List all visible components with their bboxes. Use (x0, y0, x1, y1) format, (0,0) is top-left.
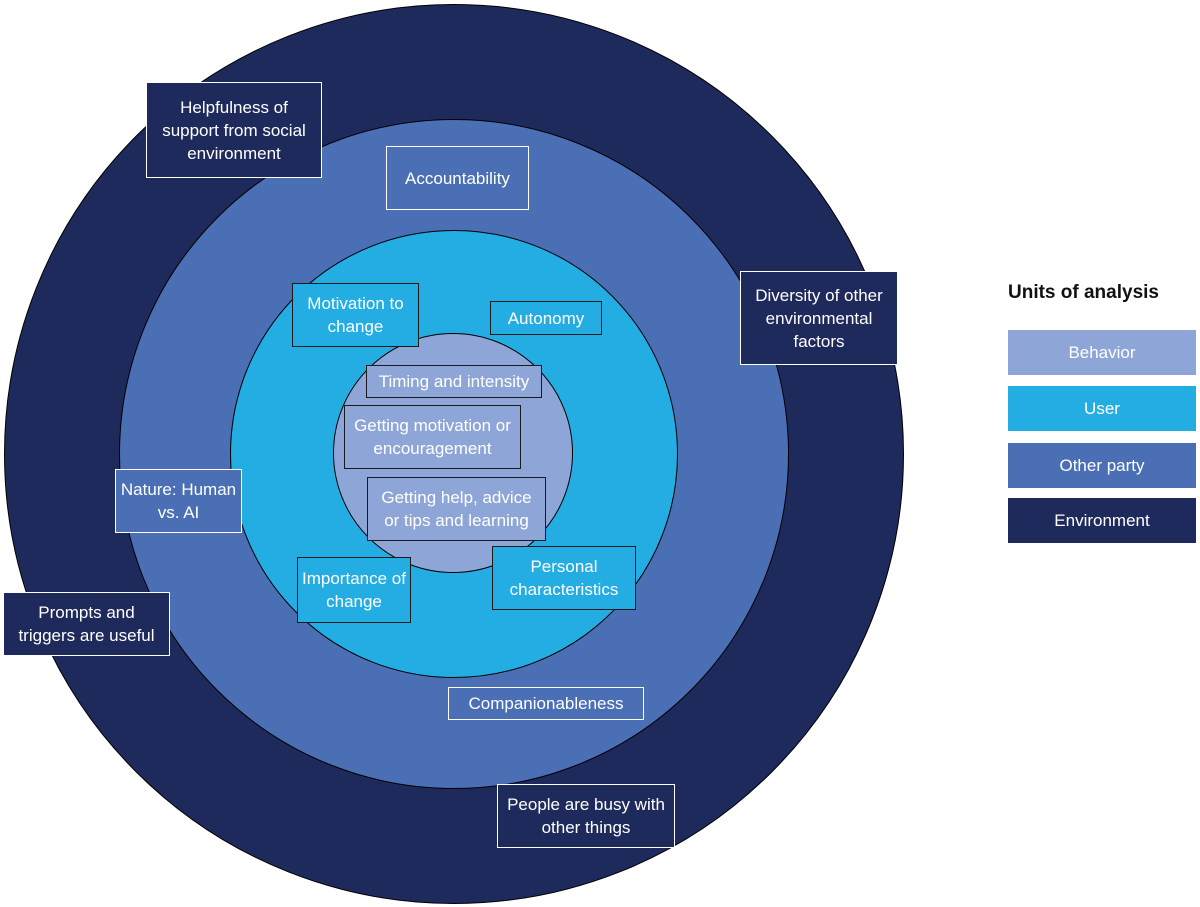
label-text: Companionableness (468, 694, 624, 713)
label-text: Importance of change (302, 569, 406, 611)
label-diversity-of-environmental-factors: Diversity of other environmental factors (740, 271, 898, 365)
label-accountability: Accountability (386, 146, 529, 210)
legend-item-behavior: Behavior (1008, 330, 1196, 375)
label-text: Autonomy (507, 308, 585, 328)
label-personal-characteristics: Personal characteristics (492, 546, 636, 610)
label-timing-and-intensity: Timing and intensity (366, 365, 542, 398)
label-text: Timing and intensity (378, 372, 530, 391)
legend-item-environment: Environment (1008, 498, 1196, 543)
legend-item-other-party: Other party (1008, 443, 1196, 488)
label-text: Motivation to change (307, 294, 404, 336)
label-motivation-to-change: Motivation to change (292, 283, 419, 347)
label-text: People are busy with other things (507, 795, 665, 837)
legend-label: Environment (1054, 510, 1150, 530)
legend-label: Other party (1059, 455, 1145, 475)
label-autonomy: Autonomy (490, 301, 602, 335)
label-prompts-and-triggers: Prompts and triggers are useful (3, 592, 170, 656)
label-getting-help-advice: Getting help, advice or tips and learnin… (367, 477, 546, 541)
label-text: Nature: Human vs. AI (120, 480, 237, 522)
label-nature-human-vs-ai: Nature: Human vs. AI (115, 469, 242, 533)
label-helpfulness-of-support: Helpfulness of support from social envir… (146, 82, 322, 178)
legend-label: User (1084, 398, 1120, 418)
label-text: Prompts and triggers are useful (18, 603, 155, 645)
label-text: Getting help, advice or tips and learnin… (381, 488, 532, 530)
label-importance-of-change: Importance of change (297, 557, 411, 623)
label-text: Getting motivation or encouragement (354, 416, 511, 458)
legend-label: Behavior (1068, 342, 1136, 362)
legend-item-user: User (1008, 386, 1196, 431)
label-text: Diversity of other environmental factors (755, 285, 883, 351)
label-text: Accountability (405, 168, 510, 188)
label-people-are-busy: People are busy with other things (497, 784, 675, 848)
label-companionableness: Companionableness (448, 687, 644, 720)
label-text: Helpfulness of support from social envir… (162, 97, 306, 163)
legend-title: Units of analysis (1008, 282, 1159, 303)
label-text: Personal characteristics (509, 557, 619, 599)
label-getting-motivation: Getting motivation or encouragement (344, 405, 521, 469)
